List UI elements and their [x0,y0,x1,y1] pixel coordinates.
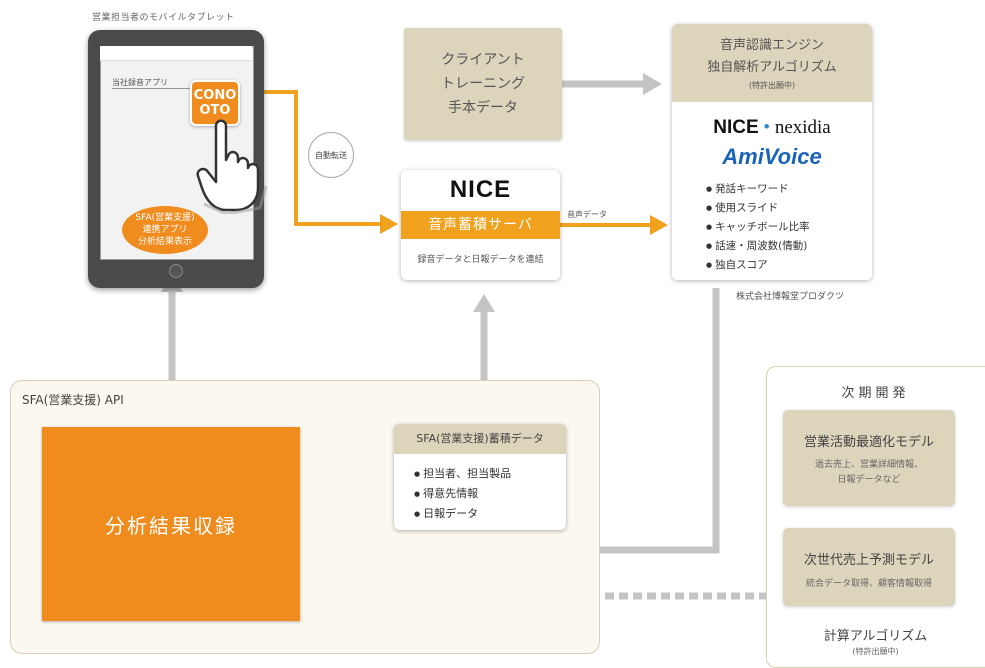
server-title: 音声蓄積サーバ [401,211,560,239]
sfa-app-line2: 連携アプリ [142,225,188,235]
algorithm-title: 計算アルゴリズム [823,629,928,644]
tablet-browser-bar [100,46,252,61]
client-line2: トレーニング [441,76,525,92]
amivoice-logo: AmiVoice [722,144,822,169]
next-development-title: 次期開発 [841,386,910,401]
arrow-server-to-engine [560,215,668,235]
auto-transfer-label: 自動転送 [308,132,354,178]
arrow-conoto-to-server [238,90,398,234]
engine-title2: 独自解析アルゴリズム [707,60,837,75]
sfa-api-title: SFA(営業支援) API [22,393,124,407]
model2-subtitle: 統合データ取得、顧客情報取得 [805,579,932,589]
nice-nexidia-logo: NICE • nexidia [672,117,872,139]
analysis-results-box: 分析結果収録 [42,427,300,621]
server-subtitle: 録音データと日報データを連結 [417,255,544,265]
engine-header [672,24,872,102]
conoto-line2: OTO [199,103,231,118]
nexidia-wordmark: nexidia [774,117,831,138]
list-item: 使用スライド [706,199,810,218]
list-item: 担当者、担当製品 [414,464,511,484]
nice-logo: NICE [449,176,512,203]
list-item: 日報データ [414,504,511,524]
sales-optimization-model-box [783,410,955,506]
list-item: 発話キーワード [706,180,810,199]
company-credit: 株式会社博報堂プロダクツ [736,292,845,302]
list-item: 独自スコア [706,256,810,275]
divider [112,88,190,89]
pointing-hand-icon [196,119,268,214]
engine-feature-list: 発話キーワード 使用スライド キャッチボール比率 話速・周波数(情動) 独自スコ… [706,180,810,275]
sfa-app-line3: 分析結果表示 [137,237,192,247]
recording-app-label: 当社録音アプリ [112,78,168,87]
list-item: 得意先情報 [414,484,511,504]
engine-patent: (特許出願中) [748,81,796,90]
sfa-store-list: 担当者、担当製品 得意先情報 日報データ [414,464,511,524]
engine-title1: 音声認識エンジン [719,38,824,53]
arrow-client-to-engine [562,73,662,95]
client-line3: 手本データ [448,100,518,116]
sales-forecast-model-box [783,528,955,606]
client-training-data-box: クライアント トレーニング 手本データ [404,28,562,140]
sfa-link-app[interactable]: SFA(営業支援) 連携アプリ 分析結果表示 [122,206,208,254]
conoto-line1: CONO [193,88,237,103]
list-item: 話速・周波数(情動) [706,237,810,256]
model1-sub-line2: 日報データなど [837,475,901,485]
algorithm-patent: (特許出願中) [852,647,899,656]
voice-data-label: 音声データ [567,210,607,219]
logo-dot: • [758,117,775,138]
tablet-caption: 営業担当者のモバイルタブレット [92,13,235,23]
model2-title: 次世代売上予測モデル [803,553,934,568]
tablet-home-button[interactable] [169,264,183,278]
model1-subtitle: 過去売上、営業詳細情報、 日報データなど [783,458,955,488]
conoto-app-icon[interactable]: CONO OTO [190,80,240,126]
model1-title: 営業活動最適化モデル [803,435,934,450]
nice-wordmark: NICE [713,117,759,138]
sfa-app-line1: SFA(営業支援) [135,213,195,223]
sfa-store-title: SFA(営業支援)蓄積データ [394,424,566,454]
model1-sub-line1: 過去売上、営業詳細情報、 [814,460,923,470]
list-item: キャッチボール比率 [706,218,810,237]
client-line1: クライアント [441,52,525,68]
